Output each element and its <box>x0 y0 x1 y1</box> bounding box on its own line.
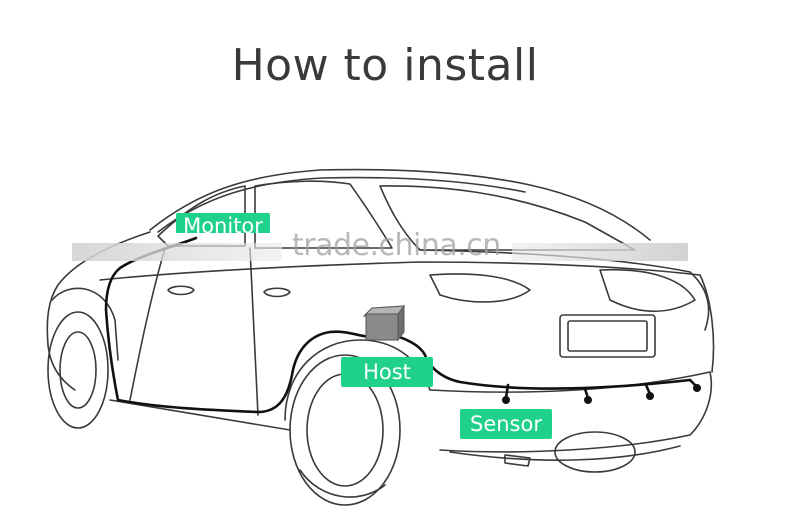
car-door-front <box>129 247 166 401</box>
trunk-lid <box>419 249 710 331</box>
car-roof-inner <box>157 176 526 233</box>
sensor-dot-1 <box>502 396 510 404</box>
watermark-bar-right <box>512 243 688 261</box>
sensor-label: Sensor <box>460 409 552 439</box>
page-title: How to install <box>231 40 539 91</box>
sensor-dot-4 <box>693 384 701 392</box>
rear-wheel <box>289 354 401 506</box>
front-wheel-arch <box>51 287 119 361</box>
car-door-split <box>249 247 259 416</box>
wire-to-monitor <box>104 236 376 414</box>
wire-host-to-sensors <box>390 333 692 390</box>
rear-door-handle <box>263 287 291 298</box>
license-plate-inner <box>567 320 648 352</box>
front-door-handle <box>167 285 195 296</box>
exhaust <box>504 454 531 467</box>
rear-tire-tread <box>299 469 386 498</box>
car-front-fender <box>47 344 76 391</box>
car-rear-side-window <box>254 180 393 249</box>
sensor-drop-1 <box>504 383 510 400</box>
car-trunk-edge <box>699 274 715 373</box>
rear-bumper <box>429 371 713 453</box>
license-plate <box>559 314 656 358</box>
car-hood <box>46 231 151 346</box>
car-sill <box>109 399 291 431</box>
front-wheel-hub <box>59 331 97 409</box>
car-front-window <box>157 185 246 247</box>
sensor-dot-2 <box>584 396 592 404</box>
car-roof-line <box>149 168 651 241</box>
rear-light-left <box>429 273 531 303</box>
front-wheel <box>47 311 109 429</box>
rear-right-wheel <box>554 431 636 473</box>
monitor-label: Monitor <box>176 213 270 233</box>
rear-bumper-lower <box>449 445 681 461</box>
rear-wheel-rim <box>306 373 384 487</box>
host-label: Host <box>341 357 433 387</box>
host-box-icon <box>362 304 406 342</box>
watermark-text: trade.china.cn <box>292 228 501 263</box>
watermark-bar-left <box>72 243 282 261</box>
car-beltline <box>99 261 701 281</box>
car-rear-window <box>379 185 636 251</box>
rear-light <box>599 268 696 313</box>
sensor-dot-3 <box>646 392 654 400</box>
